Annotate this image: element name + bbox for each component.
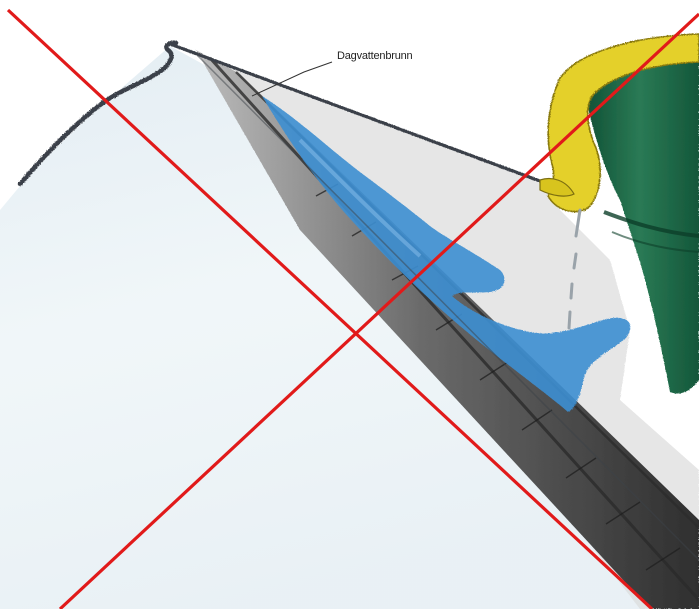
callout-label: Dagvattenbrunn <box>337 50 412 62</box>
